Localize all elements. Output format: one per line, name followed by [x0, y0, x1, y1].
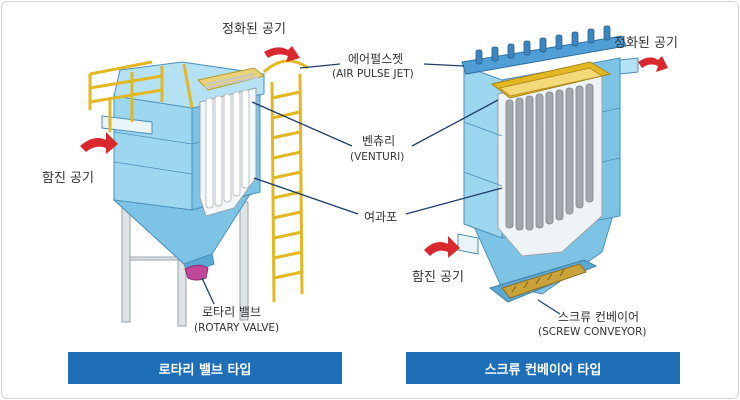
rotary-valve-collector	[80, 46, 309, 327]
housing-front-right	[463, 65, 503, 239]
rotary-valve-type-caption: 로타리 밸브 타입	[68, 352, 342, 384]
venturi-label-en: (VENTURI)	[350, 151, 405, 163]
left-clean-air-label: 정화된 공기	[222, 22, 286, 37]
clean-air-arrow-left	[264, 46, 300, 62]
filter-cloth-label: 여과포	[364, 210, 398, 224]
clean-air-arrow-right	[638, 56, 668, 72]
inlet-duct	[101, 115, 153, 135]
screw-conveyor-label-ko: 스크류 컨베이어	[558, 310, 640, 324]
right-dirty-air-label: 함진 공기	[412, 270, 464, 285]
outlet-duct-right	[619, 57, 639, 75]
screw-conveyor-type-caption: 스크류 컨베이어 타입	[406, 352, 680, 384]
access-ladder	[262, 59, 309, 303]
air-pulse-jet-label-ko: 에어펄스젯	[348, 52, 404, 66]
filter-tubes	[505, 83, 594, 231]
pulse-jet-manifold	[461, 25, 627, 75]
filter-bags	[205, 89, 250, 209]
housing-front	[113, 93, 193, 211]
venturi-label-ko: 벤츄리	[362, 134, 396, 148]
rotary-valve	[184, 264, 209, 281]
top-handrail	[88, 60, 194, 132]
dirty-air-arrow-right	[424, 236, 460, 258]
rotary-valve-label-ko: 로타리 밸브	[202, 305, 262, 319]
dirty-air-arrow-left	[80, 132, 118, 154]
left-dirty-air-label: 함진 공기	[42, 171, 94, 186]
inlet-duct-right	[457, 233, 479, 255]
rotary-valve-label-en: (ROTARY VALVE)	[194, 322, 280, 334]
air-pulse-jet-label-en: (AIR PULSE JET)	[332, 68, 414, 80]
right-clean-air-label: 정화된 공기	[614, 36, 678, 51]
screw-conveyor-collector	[424, 25, 668, 303]
screw-conveyor-label-en: (SCREW CONVEYOR)	[538, 326, 647, 338]
callout-lines	[201, 63, 561, 315]
